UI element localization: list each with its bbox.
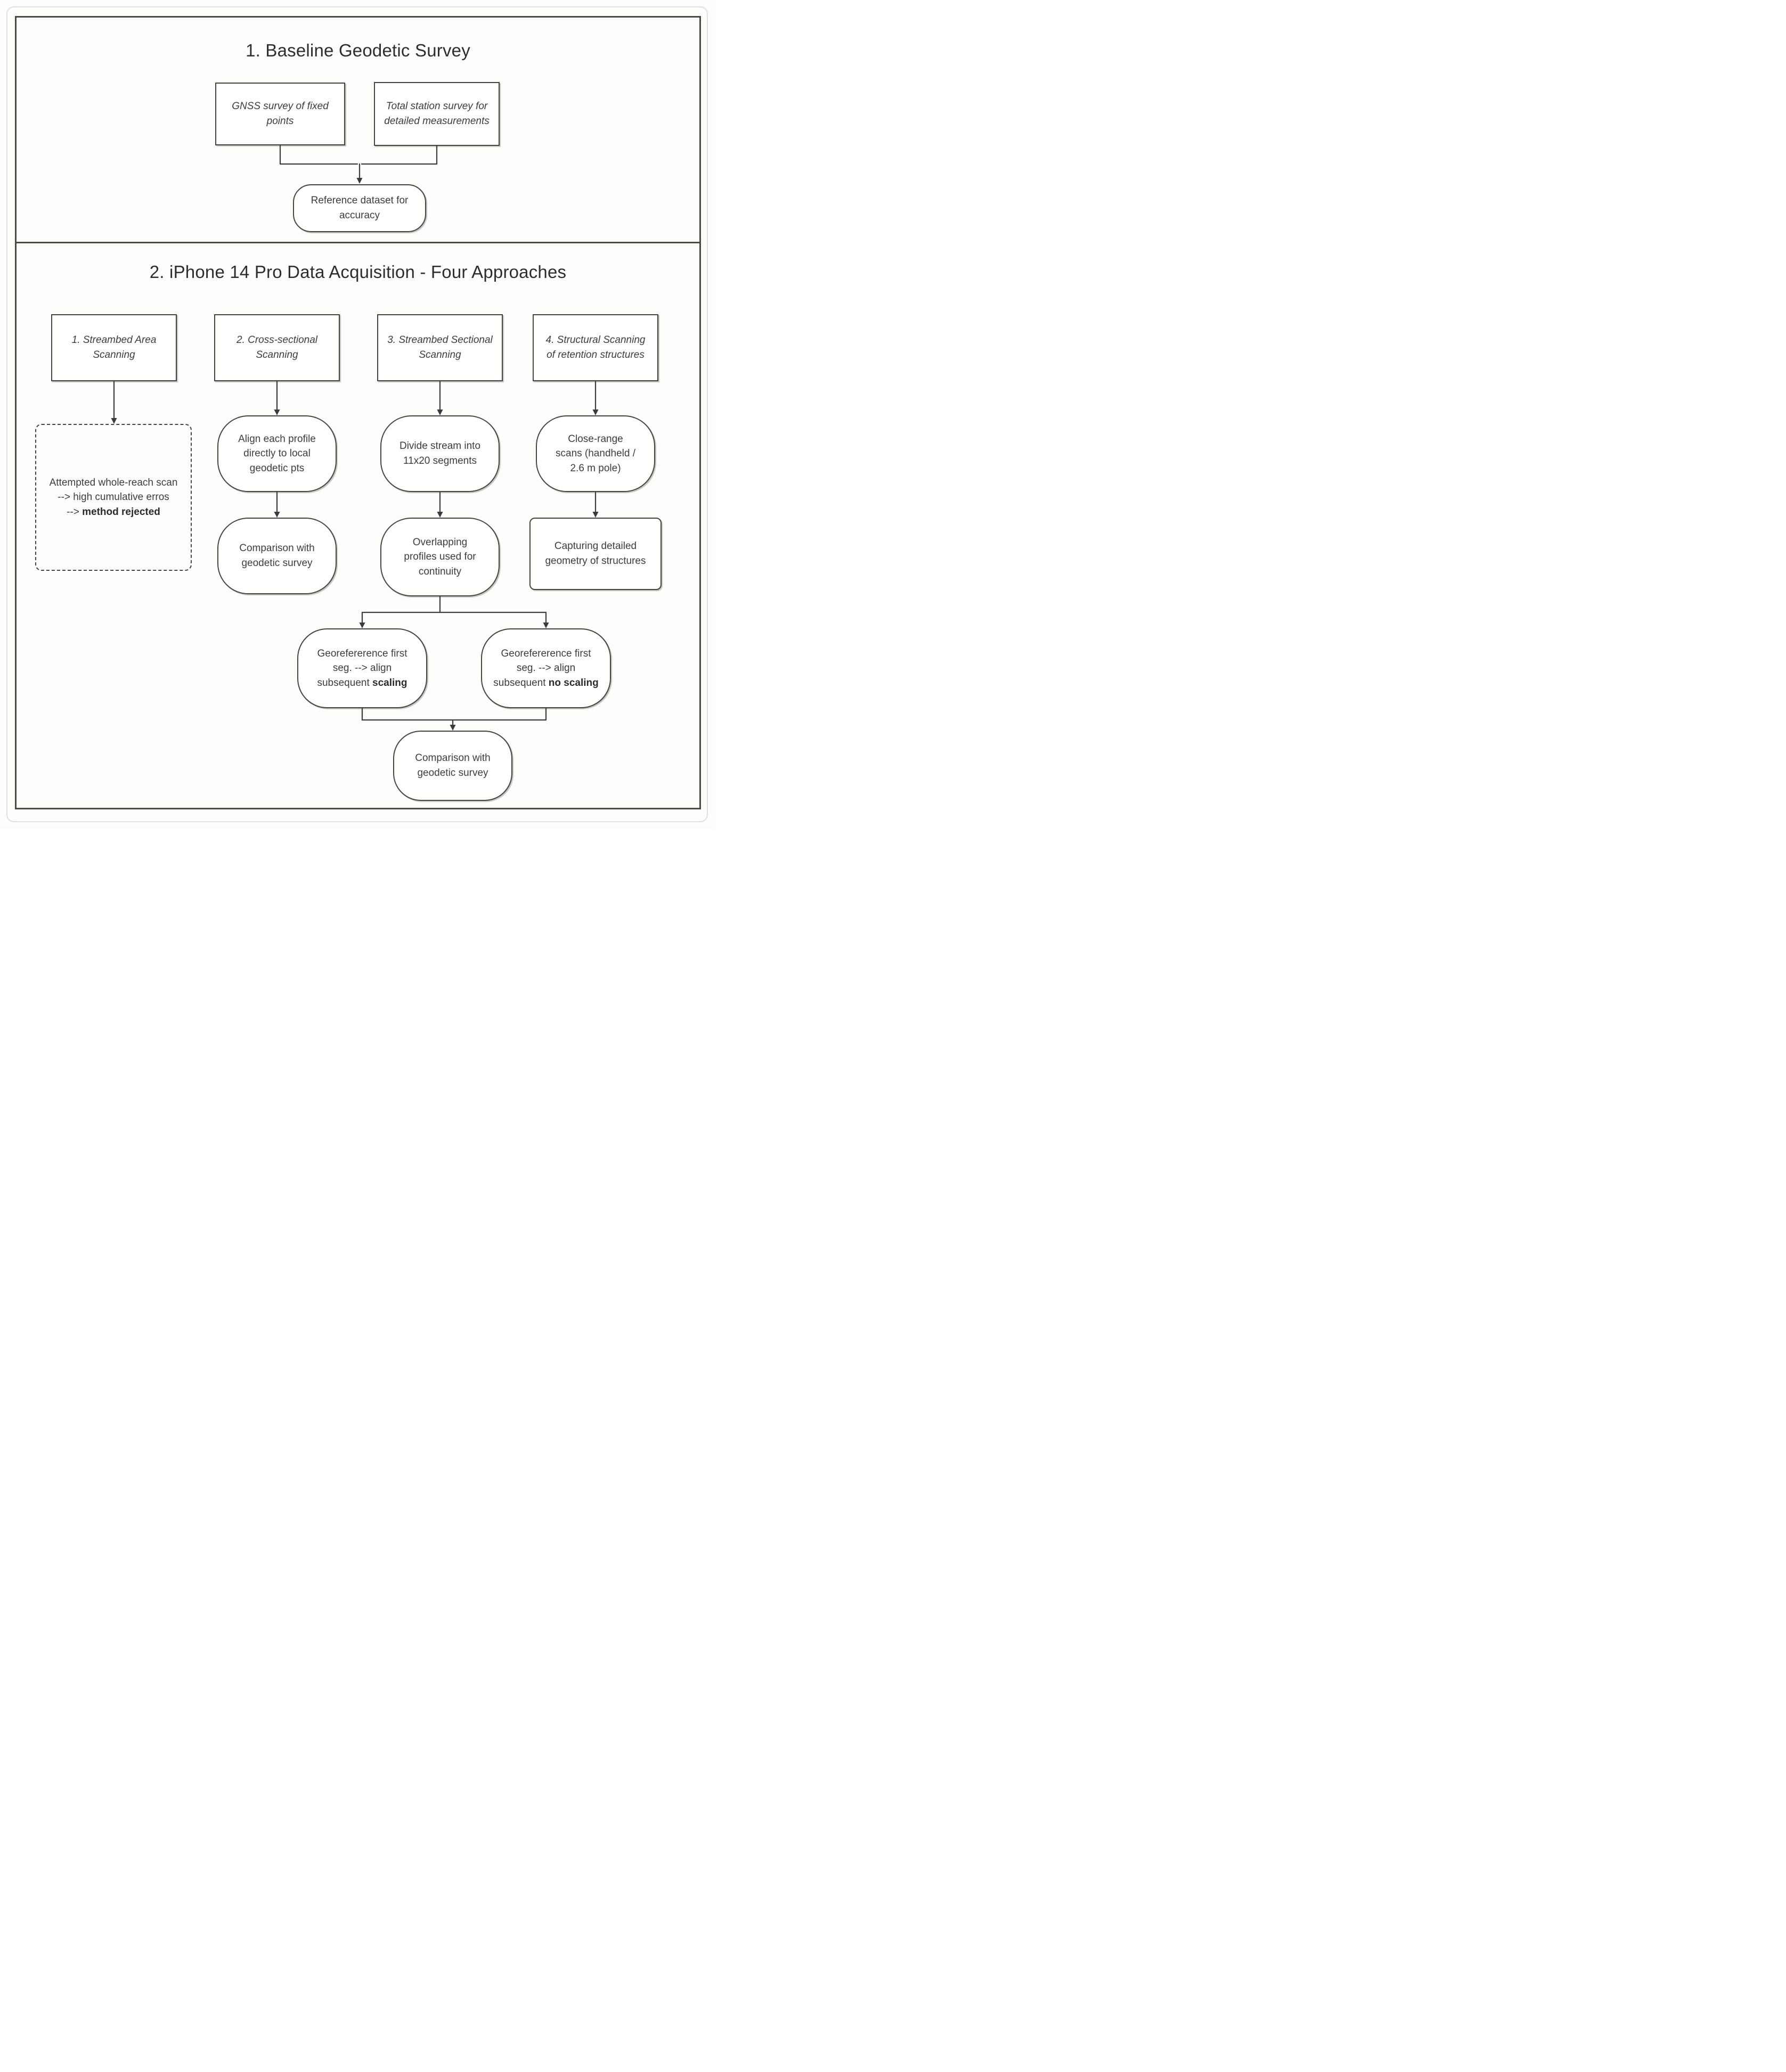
diagram-frame xyxy=(15,16,701,809)
gnss-survey-box: GNSS survey of fixed points xyxy=(215,83,345,145)
error-line: --> high cumulative erros xyxy=(58,492,169,503)
section2-title: 2. iPhone 14 Pro Data Acquisition - Four… xyxy=(149,262,567,282)
final-comparison-box: Comparison with geodetic survey xyxy=(393,731,512,801)
attempt-line: Attempted whole-reach scan xyxy=(49,477,178,488)
approach3-header-box: 3. Streambed Sectional Scanning xyxy=(377,314,503,381)
align-profiles-box: Align each profile directly to local geo… xyxy=(217,415,337,492)
approach1-header-box: 1. Streambed Area Scanning xyxy=(51,314,177,381)
total-station-box: Total station survey for detailed measur… xyxy=(374,82,500,146)
georeference-scaling-box: Georefererence first seg. --> align subs… xyxy=(297,628,427,708)
section1-title: 1. Baseline Geodetic Survey xyxy=(246,40,470,60)
section-divider-line xyxy=(15,242,701,243)
close-range-scans-box: Close-range scans (handheld / 2.6 m pole… xyxy=(536,415,655,492)
overlapping-profiles-box: Overlapping profiles used for continuity xyxy=(380,518,500,596)
divide-stream-box: Divide stream into 11x20 segments xyxy=(380,415,500,492)
rejected-line: --> method rejected xyxy=(67,506,160,518)
flowchart-canvas: 1. Baseline Geodetic Survey GNSS survey … xyxy=(0,0,714,829)
approach4-header-box: 4. Structural Scanning of retention stru… xyxy=(533,314,658,381)
comparison-geodetic-box: Comparison with geodetic survey xyxy=(217,518,337,594)
capturing-geometry-box: Capturing detailed geometry of structure… xyxy=(529,518,662,590)
approach2-header-box: 2. Cross-sectional Scanning xyxy=(214,314,340,381)
reference-dataset-box: Reference dataset for accuracy xyxy=(293,184,426,232)
method-rejected-box: Attempted whole-reach scan --> high cumu… xyxy=(35,424,192,571)
georeference-no-scaling-box: Georefererence first seg. --> align subs… xyxy=(481,628,611,708)
